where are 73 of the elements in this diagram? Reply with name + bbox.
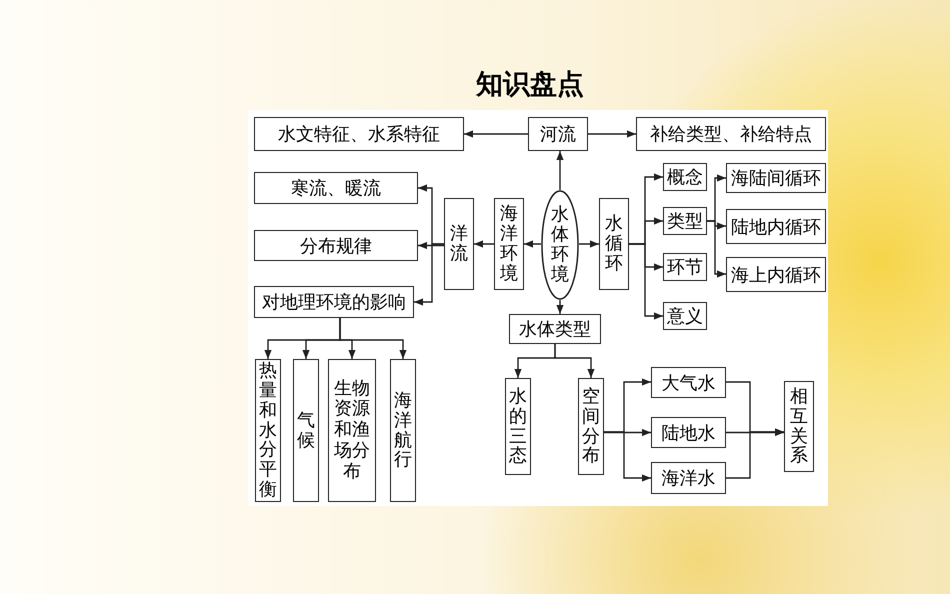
concept-box <box>328 359 376 502</box>
concept-box <box>293 359 319 502</box>
node-label: 寒流、暖流 <box>291 177 381 200</box>
arrow <box>474 240 494 248</box>
concept-box <box>663 302 707 330</box>
concept-box <box>726 163 826 193</box>
concept-box <box>651 367 726 398</box>
concept-box <box>663 163 707 191</box>
node-label: 水的三态 <box>509 386 527 466</box>
arrow <box>588 130 636 138</box>
concept-box <box>651 417 726 448</box>
concept-box <box>528 117 588 151</box>
node-label: 海洋水 <box>662 467 716 490</box>
node-label: 水体类型 <box>519 318 591 341</box>
arrow <box>556 300 564 314</box>
concept-box <box>578 378 604 475</box>
arrow <box>629 243 663 320</box>
node-label: 陆地水 <box>662 422 716 444</box>
concept-box <box>254 286 414 318</box>
node-label: 海陆间循环 <box>731 167 821 190</box>
title: 知识盘点 <box>474 68 585 102</box>
node-label: 意义 <box>667 305 703 328</box>
node-label: 河流 <box>540 123 576 146</box>
concept-box <box>663 207 707 235</box>
node-label: 空间分布 <box>582 386 600 466</box>
node-label: 气候 <box>297 410 315 450</box>
concept-box <box>651 462 726 494</box>
concept-box <box>254 230 418 261</box>
node-label: 热量和水分平衡 <box>259 361 277 500</box>
concept-box <box>254 172 418 204</box>
concept-box <box>726 257 826 292</box>
node-label: 水循环 <box>605 214 623 274</box>
node-label: 生物资源和渔场分布 <box>334 378 370 482</box>
node-label: 分布规律 <box>300 234 372 258</box>
node-label: 概念 <box>667 166 703 189</box>
arrow <box>524 240 541 248</box>
concept-box <box>255 359 281 502</box>
concept-box <box>444 198 474 290</box>
node-label: 水文特征、水系特征 <box>278 123 440 146</box>
node-label: 海洋航行 <box>394 390 412 470</box>
ellipse-node <box>541 190 579 300</box>
node-label: 海上内循环 <box>731 264 821 286</box>
arrow <box>726 428 784 479</box>
node-label: 洋流 <box>450 224 468 264</box>
arrow <box>418 242 444 250</box>
arrow <box>554 344 595 378</box>
concept-box <box>726 209 826 244</box>
arrow <box>339 318 407 359</box>
concept-box <box>254 117 464 151</box>
node-label: 大气水 <box>662 372 716 394</box>
arrow <box>604 428 651 436</box>
arrow <box>579 240 599 248</box>
node-label: 对地理环境的影响 <box>262 291 406 314</box>
node-label: 陆地内循环 <box>731 216 821 238</box>
concept-box <box>390 359 416 502</box>
arrow <box>414 243 444 306</box>
node-label: 补给类型、补给特点 <box>650 123 812 146</box>
node-label: 类型 <box>667 210 703 233</box>
node-label: 海洋环境 <box>500 204 518 284</box>
arrow <box>604 431 651 482</box>
arrow <box>707 220 726 278</box>
concept-box <box>636 117 826 151</box>
concept-box <box>505 378 531 475</box>
node-label: 环节 <box>667 256 703 279</box>
concept-box <box>663 253 707 281</box>
concept-box <box>494 198 524 290</box>
node-label: 水体环境 <box>551 205 569 285</box>
arrow <box>556 151 564 190</box>
node-label: 相互关系 <box>790 386 808 466</box>
concept-box <box>784 381 814 472</box>
concept-box <box>599 198 629 290</box>
concept-box <box>509 314 601 344</box>
arrow <box>464 130 528 138</box>
